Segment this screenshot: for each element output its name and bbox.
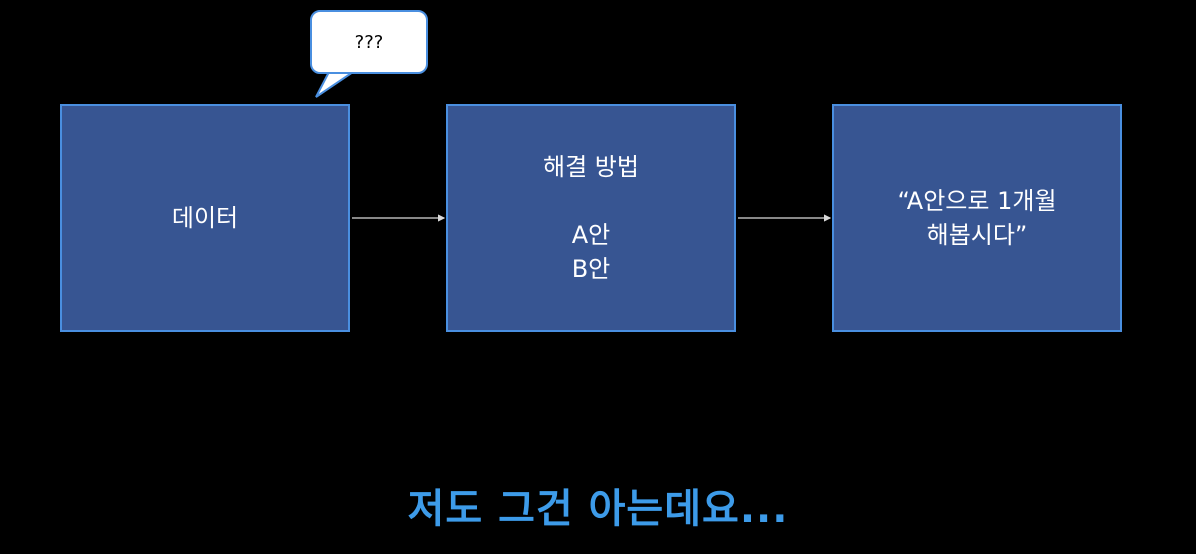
data-box: 데이터 [60,104,350,332]
solution-option-a: A안 [571,221,611,249]
slide-caption: 저도 그건 아는데요... [407,486,789,532]
data-box-label: 데이터 [171,204,239,232]
solution-option-b: B안 [571,255,611,283]
speech-bubble: ??? [310,10,428,74]
decision-line-2: 해봅시다” [926,221,1028,249]
decision-box: “A안으로 1개월 해봅시다” [832,104,1122,332]
solution-box-title: 해결 방법 [543,153,639,181]
decision-line-1: “A안으로 1개월 [897,187,1057,215]
solution-box: 해결 방법 A안 B안 [446,104,736,332]
speech-bubble-text: ??? [354,31,384,53]
